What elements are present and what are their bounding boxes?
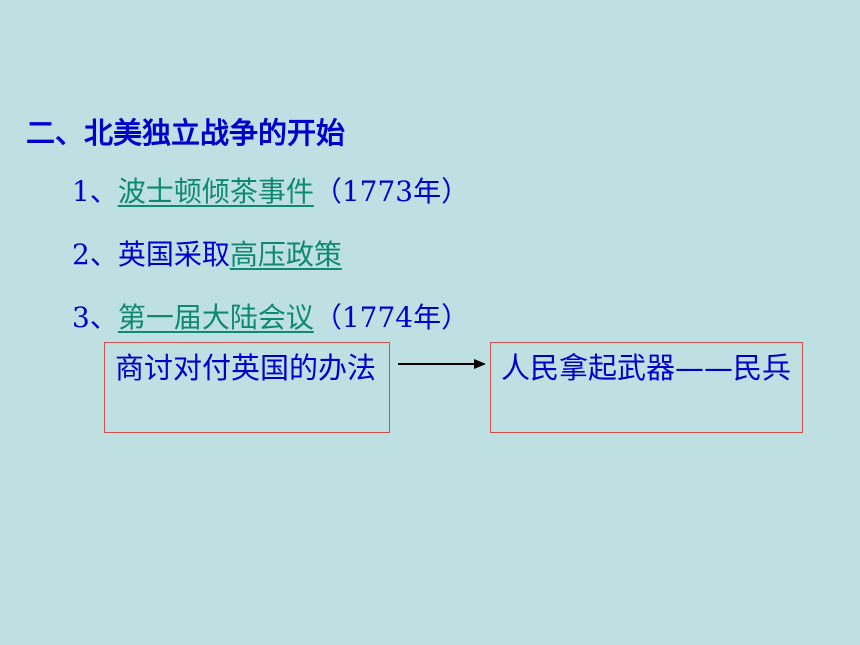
list-item-boston-tea-party: 1、波士顿倾茶事件（1773年）	[72, 170, 469, 210]
flow-box-discuss: 商讨对付英国的办法	[104, 342, 390, 433]
item-prefix: 1、	[72, 175, 118, 208]
item-suffix: （1773年）	[313, 175, 470, 208]
item-prefix: 3、	[72, 301, 118, 334]
list-item-high-pressure-policy: 2、英国采取高压政策	[72, 233, 342, 273]
list-item-continental-congress: 3、第一届大陆会议（1774年）	[72, 296, 469, 336]
arrow-right-icon	[398, 359, 486, 369]
link-boston-tea-party[interactable]: 波士顿倾茶事件	[117, 175, 314, 208]
section-heading: 二、北美独立战争的开始	[26, 116, 346, 150]
item-suffix: （1774年）	[313, 301, 470, 334]
item-prefix: 2、英国采取	[72, 238, 230, 271]
link-high-pressure-policy[interactable]: 高压政策	[229, 238, 342, 271]
flow-box-militia: 人民拿起武器——民兵	[490, 342, 803, 433]
link-continental-congress[interactable]: 第一届大陆会议	[117, 301, 314, 334]
